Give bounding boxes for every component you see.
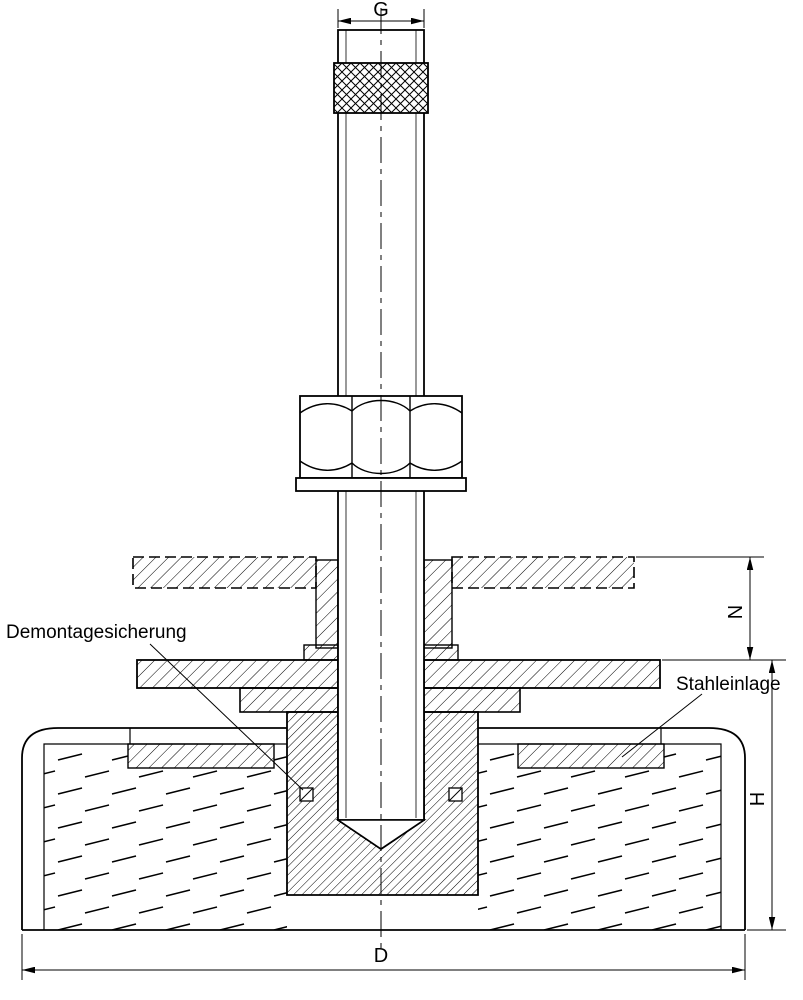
callout-stahleinlage-label: Stahleinlage <box>676 674 781 695</box>
bell-flange <box>239 687 521 713</box>
callout-demontagesicherung-label: Demontagesicherung <box>6 622 187 643</box>
dim-d-label: D <box>374 945 388 967</box>
spacer-sleeve <box>303 559 459 661</box>
dimension-h <box>747 660 786 931</box>
dim-h-label: H <box>747 792 769 806</box>
retaining-ring-right <box>448 787 463 802</box>
rubber-body <box>44 744 721 930</box>
callout-stahleinlage <box>621 693 703 758</box>
callout-demontagesicherung <box>149 643 304 791</box>
dimension-n <box>636 556 786 661</box>
retaining-ring-left <box>299 787 314 802</box>
machine-bed-plate <box>132 556 635 589</box>
steel-insert-right <box>517 743 665 769</box>
dimension-g <box>337 9 425 28</box>
housing-cap <box>21 727 746 931</box>
dim-g-label: G <box>373 0 389 21</box>
dim-n-label: N <box>725 605 747 619</box>
steel-insert-left <box>127 743 275 769</box>
dimension-d <box>21 934 746 980</box>
